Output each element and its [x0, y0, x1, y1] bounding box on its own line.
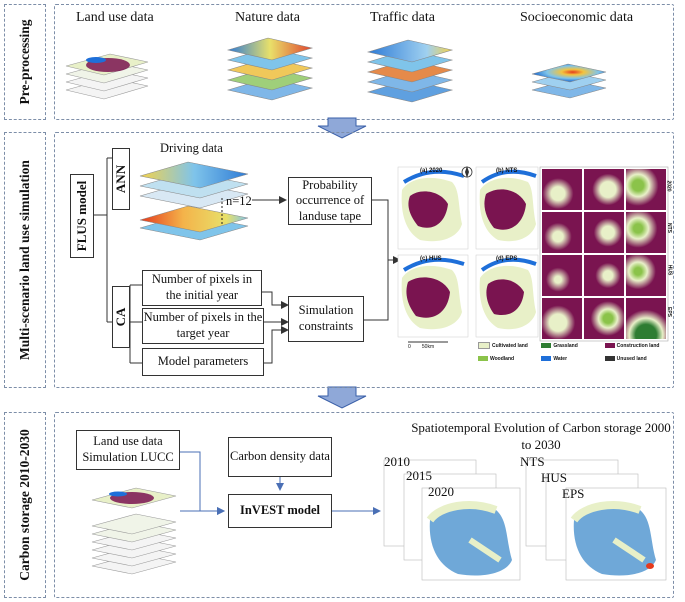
flus-model-label: FLUS model — [74, 180, 89, 252]
year-label-2015: 2015 — [406, 468, 432, 483]
zoom-cell — [626, 212, 666, 253]
zoom-grid — [542, 169, 666, 339]
zoom-cell — [542, 255, 582, 296]
socioeconomic-layer-stack — [531, 63, 607, 99]
legend-item: Cultivated land — [478, 340, 541, 352]
simulation-constraints-box: Simulation constraints — [288, 296, 364, 342]
land-use-data-label: Land use data — [76, 10, 154, 25]
zoom-cell — [626, 255, 666, 296]
zoom-cell — [626, 169, 666, 210]
stage-label-simulation: Multi-scenario land use simulation — [4, 132, 46, 388]
year-label-2010: 2010 — [384, 454, 410, 469]
zoom-cell — [584, 212, 624, 253]
legend-item: Woodland — [478, 354, 541, 365]
legend-label: Woodland — [490, 355, 515, 362]
zoom-cell — [542, 212, 582, 253]
legend-swatch — [541, 343, 552, 349]
land-use-layer-stack — [65, 53, 149, 100]
socioeconomic-data-label: Socioeconomic data — [520, 10, 634, 25]
zoom-cell — [584, 298, 624, 339]
map-label-2020: (a) 2020 — [420, 168, 443, 174]
legend-label: Unused land — [616, 355, 647, 362]
legend-item: Construction land — [604, 340, 668, 352]
legend-item: Water — [541, 354, 604, 365]
legend-swatch — [478, 356, 488, 362]
flus-model-box: FLUS model — [70, 174, 94, 258]
carbon-title: Spatiotemporal Evolution of Carbon stora… — [411, 420, 671, 452]
legend-swatch — [604, 343, 615, 349]
land-use-simulation-box: Land use data Simulation LUCC — [76, 430, 180, 470]
ca-label: CA — [113, 307, 128, 327]
map-label-eps: (d) EPS — [496, 256, 518, 262]
legend-label: Grassland — [553, 342, 578, 349]
map-label-hus: (c) HUS — [420, 256, 442, 262]
probability-box: Probability occurrence of landuse tape — [288, 177, 372, 225]
legend-swatch — [478, 342, 490, 350]
zoom-cell — [542, 298, 582, 339]
legend-swatch — [541, 356, 552, 362]
zoom-cell — [584, 169, 624, 210]
scenario-label-eps: EPS — [562, 486, 585, 501]
zoom-cell — [542, 169, 582, 210]
legend-item: Unused land — [604, 354, 668, 365]
legend-label: Construction land — [616, 342, 660, 349]
driving-data-layer-stack — [139, 161, 249, 241]
ann-label: ANN — [113, 164, 128, 194]
pixels-initial-box: Number of pixels in the initial year — [142, 270, 262, 306]
simulation-connectors — [94, 157, 401, 364]
preprocessing-panel — [54, 4, 674, 120]
zoom-label-hus: HUS — [666, 264, 673, 276]
stage-label-preprocessing: Pre-processing — [4, 4, 46, 120]
zoom-label-2020: 2020 — [665, 180, 672, 192]
zoom-label-eps: EPS — [666, 306, 673, 318]
zoom-label-nts: NTS — [666, 223, 672, 233]
stage-title-carbon: Carbon storage 2010-2030 — [17, 429, 32, 581]
driving-data-label: Driving data — [160, 141, 223, 155]
map-scale-label: 0 50km — [408, 344, 435, 350]
legend-label: Cultivated land — [492, 342, 528, 349]
stage-title-simulation: Multi-scenario land use simulation — [17, 160, 32, 360]
zoom-cell — [584, 255, 624, 296]
traffic-data-label: Traffic data — [370, 10, 435, 25]
legend-item: Grassland — [541, 340, 604, 352]
map-legend: Cultivated land Grassland Construction l… — [478, 340, 668, 364]
ann-box: ANN — [112, 148, 130, 210]
legend-swatch — [604, 356, 615, 362]
carbon-density-box: Carbon density data — [228, 437, 332, 477]
map-label-nts: (b) NTS — [496, 168, 518, 174]
traffic-layer-stack — [366, 39, 454, 103]
pixels-target-box: Number of pixels in the target year — [142, 308, 264, 344]
n-equals-label: n=12 — [226, 194, 252, 208]
invest-model-box: InVEST model — [228, 494, 332, 528]
ca-box: CA — [112, 286, 130, 348]
scenario-label-nts: NTS — [520, 454, 545, 469]
down-arrow-2 — [317, 386, 367, 409]
nature-layer-stack — [226, 37, 314, 101]
stage-label-carbon: Carbon storage 2010-2030 — [4, 412, 46, 598]
legend-label: Water — [553, 355, 568, 362]
scenario-label-hus: HUS — [541, 470, 568, 485]
year-label-2020: 2020 — [428, 484, 454, 499]
scenario-maps — [397, 166, 539, 343]
nature-data-label: Nature data — [235, 10, 300, 25]
zoom-cell — [626, 298, 666, 339]
model-parameters-box: Model parameters — [142, 348, 264, 376]
simulation-panel — [54, 132, 674, 388]
zoom-row-labels: 2020 NTS HUS EPS — [666, 169, 674, 339]
